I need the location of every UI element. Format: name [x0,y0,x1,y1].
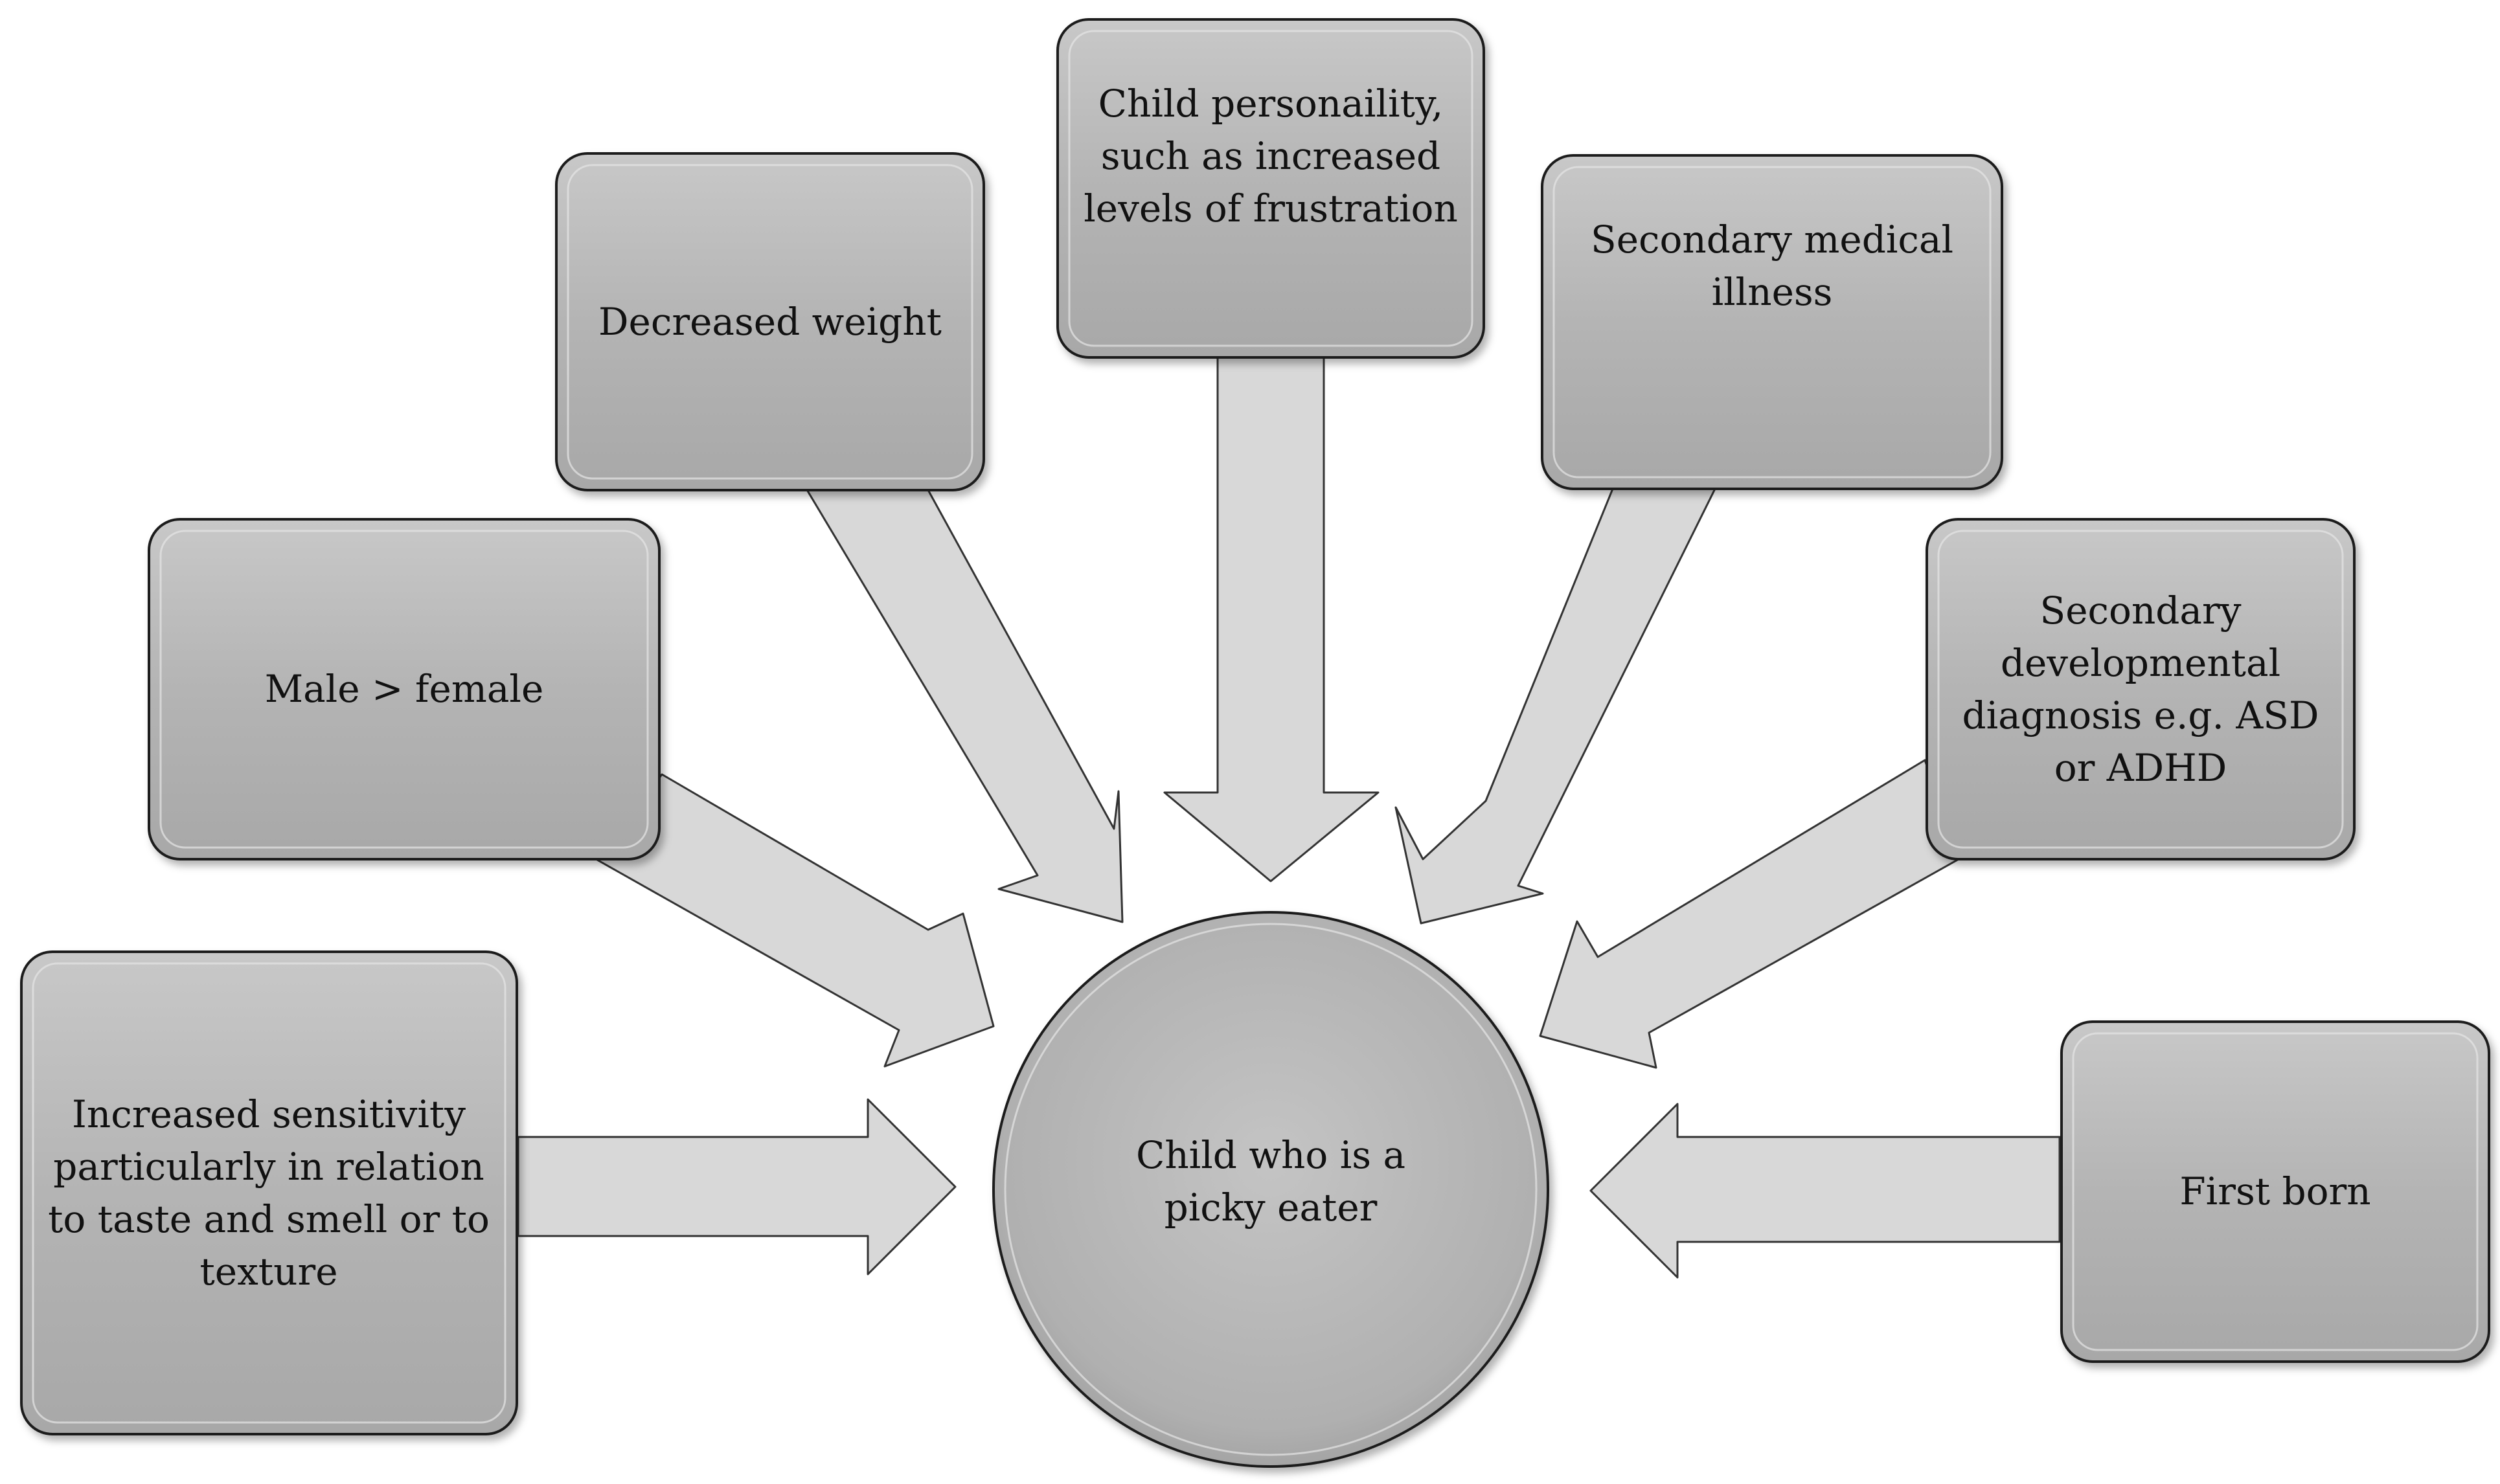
factor-box-sensitivity-bevel [32,962,506,1424]
factor-box-male-bevel [159,530,649,849]
arrow-developmental [1539,759,1961,1069]
arrow-sensitivity [517,1098,957,1276]
center-circle [992,911,1549,1468]
arrow-male [596,773,995,1068]
factor-label-sensitivity: Increased sensitivity particularly in re… [48,1092,490,1294]
center-label: Child who is a picky eater [1135,1133,1406,1230]
factor-box-medical [1541,154,2003,490]
factor-label-medical: Secondary medical illness [1590,218,1954,314]
factor-box-personality [1056,18,1485,359]
factor-box-male [148,518,661,860]
factor-label-weight: Decreased weight [598,299,942,344]
factor-box-developmental-bevel [1937,530,2344,849]
factor-box-weight [555,152,985,491]
factor-box-sensitivity [20,950,518,1435]
boxes-layer [20,18,2490,1435]
arrow-medical [1394,488,1716,925]
factor-label-personality: Child personaility, such as increased le… [1084,82,1458,230]
factor-box-weight-bevel [567,164,973,480]
factor-box-firstborn [2060,1020,2490,1363]
factor-label-firstborn: First born [2179,1169,2371,1213]
arrow-firstborn [1589,1103,2061,1279]
arrows-layer [517,356,2061,1279]
factor-box-personality-bevel [1068,30,1473,347]
factor-box-developmental [1926,518,2356,860]
center-layer [992,911,1549,1468]
arrow-weight [805,488,1124,923]
center-circle-bevel [1004,923,1538,1456]
arrow-personality [1163,356,1380,883]
factor-label-developmental: Secondary developmental diagnosis e.g. A… [1962,588,2319,790]
factor-label-male: Male > female [264,667,544,711]
factor-box-firstborn-bevel [2072,1032,2479,1351]
factor-box-medical-bevel [1552,166,1992,478]
